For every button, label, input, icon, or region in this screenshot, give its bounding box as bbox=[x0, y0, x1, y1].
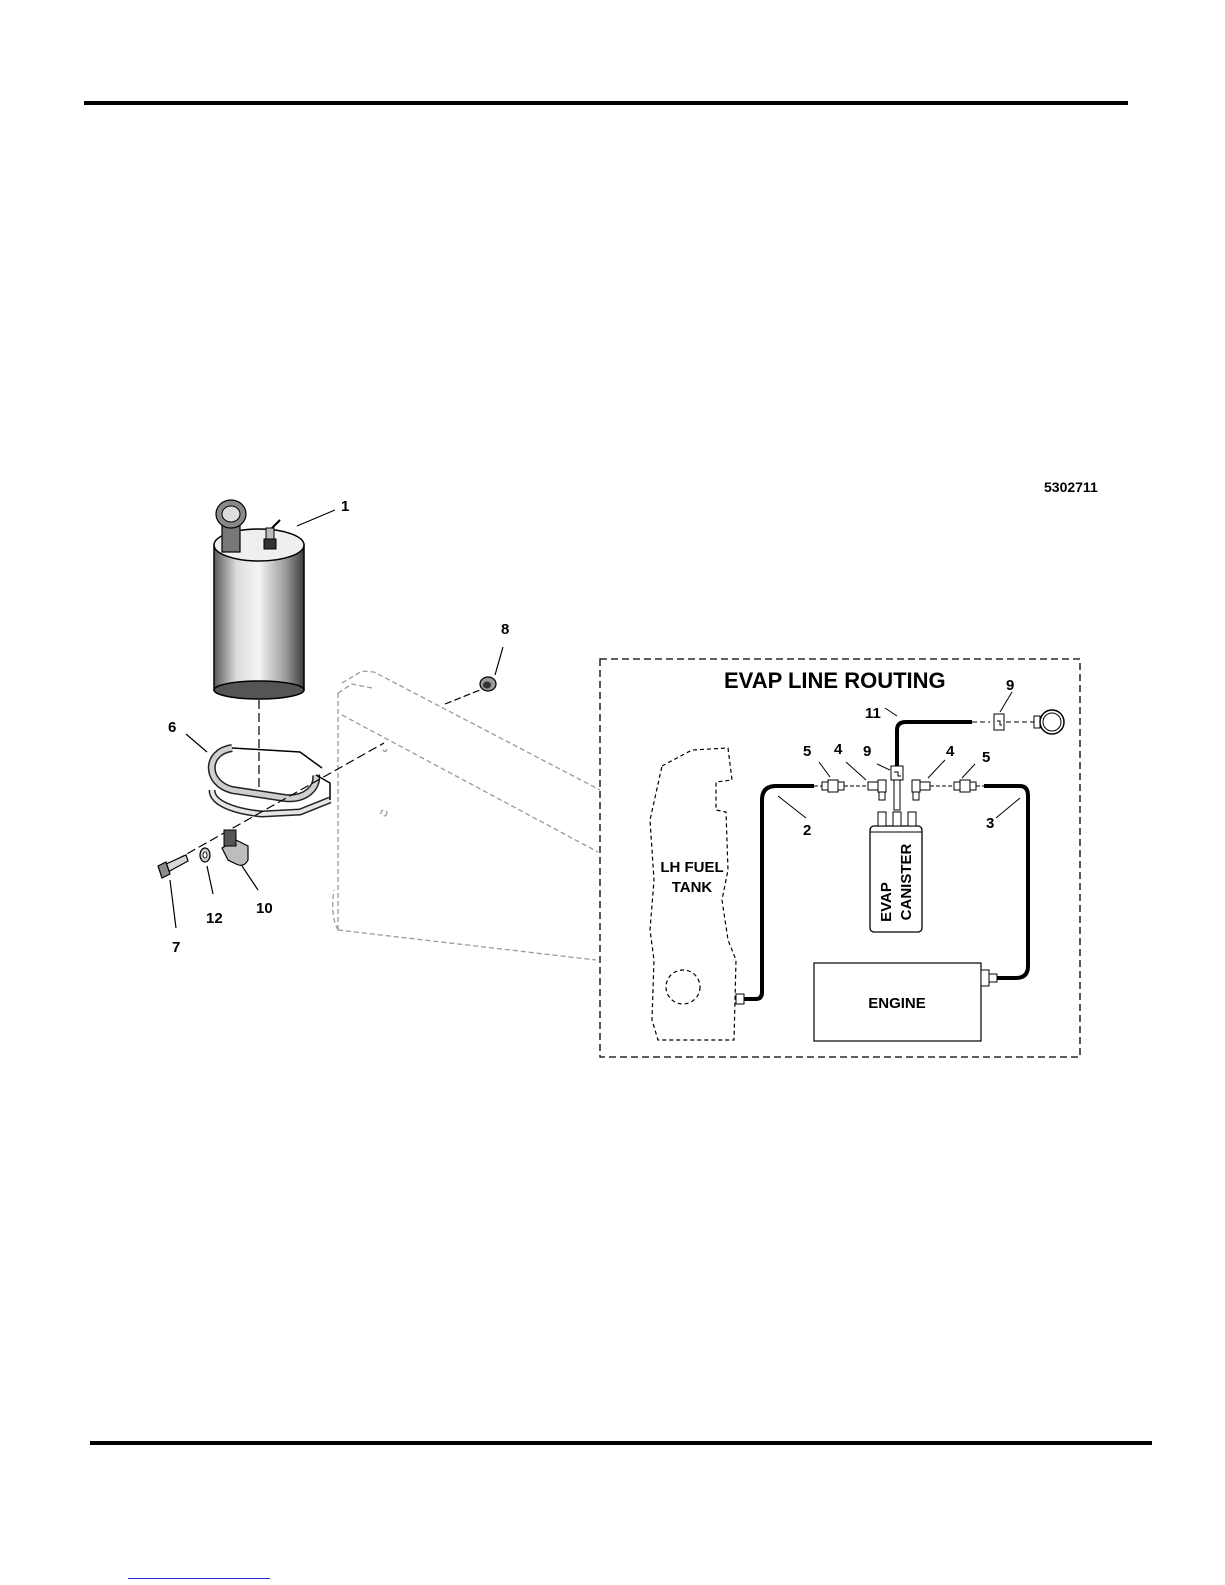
frame-rail-phantom bbox=[333, 671, 600, 960]
leader-3 bbox=[996, 798, 1020, 818]
callout-6: 6 bbox=[168, 719, 176, 736]
leader-5-left bbox=[819, 762, 830, 777]
callout-4-left: 4 bbox=[834, 741, 843, 758]
leader-11 bbox=[885, 708, 897, 716]
fitting-9-top bbox=[972, 710, 1064, 734]
nut-part bbox=[480, 677, 496, 691]
leader-8 bbox=[495, 647, 503, 675]
leader-2 bbox=[778, 796, 806, 818]
washer-part bbox=[200, 848, 210, 862]
callout-4-right: 4 bbox=[946, 743, 955, 760]
elbow-4-right bbox=[912, 780, 930, 800]
figure-number: 5302711 bbox=[1044, 479, 1098, 495]
leader-10 bbox=[242, 866, 258, 890]
bolt-part bbox=[158, 855, 188, 878]
elbow-4-left bbox=[868, 780, 886, 800]
bolt-axis-line bbox=[176, 743, 384, 860]
hose-line-11 bbox=[897, 722, 972, 766]
callout-5-left: 5 bbox=[803, 743, 811, 760]
leader-9-center bbox=[877, 764, 890, 770]
callout-2: 2 bbox=[803, 822, 811, 839]
leader-4-left bbox=[846, 762, 866, 780]
clamp-part bbox=[222, 830, 248, 865]
leader-1 bbox=[297, 510, 335, 526]
leader-12 bbox=[207, 866, 213, 894]
inset-title: EVAP LINE ROUTING bbox=[724, 668, 946, 693]
callout-9-center: 9 bbox=[863, 743, 871, 760]
engine-fitting bbox=[981, 970, 989, 986]
leader-9-top bbox=[1000, 692, 1012, 712]
nut-axis-line bbox=[445, 690, 480, 704]
connector-5-left bbox=[822, 780, 844, 792]
callout-1: 1 bbox=[341, 498, 349, 515]
engine-label: ENGINE bbox=[868, 995, 926, 1012]
callout-11: 11 bbox=[865, 705, 881, 722]
tank-fitting bbox=[736, 994, 744, 1004]
fuel-tank-label-line1: LH FUEL bbox=[660, 859, 723, 876]
leader-4-right bbox=[928, 760, 945, 778]
callout-3: 3 bbox=[986, 815, 994, 832]
callout-12: 12 bbox=[206, 910, 223, 927]
fuel-tank-filler bbox=[666, 970, 700, 1004]
connector-5-right bbox=[954, 780, 976, 792]
canister-label-line2: CANISTER bbox=[898, 843, 915, 920]
callout-9-top: 9 bbox=[1006, 677, 1014, 694]
leader-5-right bbox=[962, 764, 975, 778]
engine-fitting-nipple bbox=[989, 974, 997, 982]
leader-6 bbox=[186, 734, 207, 752]
canister-label-line1: EVAP bbox=[878, 882, 895, 922]
fuel-tank-label-line2: TANK bbox=[672, 879, 713, 896]
callout-5-right: 5 bbox=[982, 749, 990, 766]
canister-part bbox=[214, 500, 304, 699]
strap-part bbox=[212, 748, 330, 814]
tee-9-center bbox=[891, 766, 903, 810]
callout-8: 8 bbox=[501, 621, 509, 638]
callout-10: 10 bbox=[256, 900, 273, 917]
leader-7 bbox=[170, 880, 176, 928]
hose-line-2 bbox=[744, 786, 814, 999]
callout-7: 7 bbox=[172, 939, 180, 956]
